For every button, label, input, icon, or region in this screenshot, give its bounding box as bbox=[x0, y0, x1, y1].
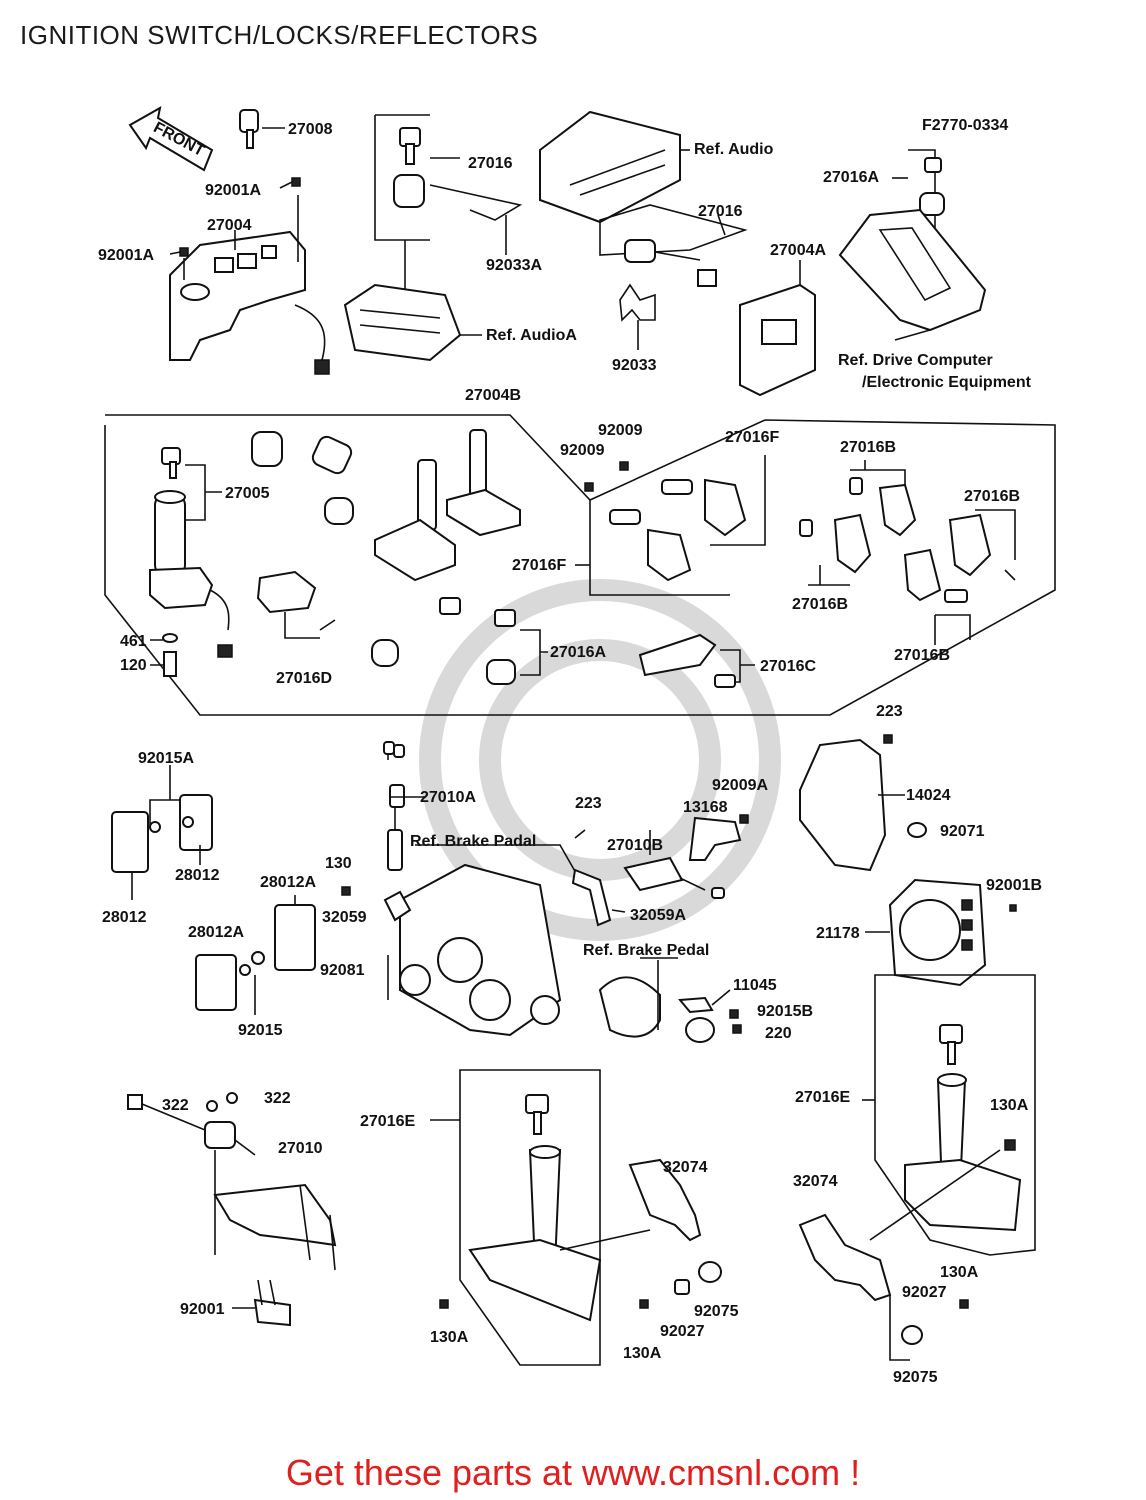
exploded-parts-diagram: FRONT 27008 92001A 27004 92001A bbox=[98, 106, 1056, 1386]
callout-27008: 27008 bbox=[288, 121, 333, 138]
part-group-27004A bbox=[739, 260, 816, 397]
callout-ref-audioA: Ref. AudioA bbox=[486, 327, 577, 344]
callout-21178: 21178 bbox=[816, 925, 860, 942]
callout-130A-c: 130A bbox=[990, 1097, 1029, 1114]
callout-32074-a: 32074 bbox=[663, 1159, 708, 1176]
callout-130A-b: 130A bbox=[623, 1345, 662, 1362]
callout-27016E-b: 27016E bbox=[795, 1089, 850, 1106]
callout-92075-a: 92075 bbox=[694, 1303, 739, 1320]
callout-92015: 92015 bbox=[238, 1022, 283, 1039]
callout-223-a: 223 bbox=[876, 703, 903, 720]
callout-27016A-top: 27016A bbox=[823, 169, 879, 186]
callout-ref-drive-computer: Ref. Drive Computer bbox=[838, 352, 993, 369]
callout-27016D: 27016D bbox=[276, 670, 332, 687]
part-group-audio-27016 bbox=[539, 110, 748, 350]
part-group-27010B bbox=[598, 814, 749, 1043]
callout-130A-a: 130A bbox=[430, 1329, 469, 1346]
callout-461: 461 bbox=[120, 633, 147, 650]
callout-28012-a: 28012 bbox=[175, 867, 220, 884]
watermark-logo bbox=[419, 579, 781, 941]
callout-92001B: 92001B bbox=[986, 877, 1042, 894]
callout-32059: 32059 bbox=[322, 909, 367, 926]
callout-27004A: 27004A bbox=[770, 242, 826, 259]
part-group-steering-locks bbox=[374, 429, 521, 582]
part-group-cover-27004 bbox=[169, 109, 330, 375]
callout-27016F-a: 27016F bbox=[725, 429, 779, 446]
callout-130: 130 bbox=[325, 855, 352, 872]
callout-27016B-a: 27016B bbox=[840, 439, 896, 456]
callout-92015A: 92015A bbox=[138, 750, 194, 767]
callout-92009A: 92009A bbox=[712, 777, 768, 794]
callout-92001: 92001 bbox=[180, 1301, 225, 1318]
callout-13168: 13168 bbox=[683, 799, 728, 816]
part-group-27016A-mid bbox=[439, 597, 548, 685]
callout-27016B-c: 27016B bbox=[792, 596, 848, 613]
callout-92009-b: 92009 bbox=[560, 442, 605, 459]
callout-11045: 11045 bbox=[733, 977, 777, 994]
part-group-brake-bracket bbox=[341, 741, 626, 1037]
callout-27016E-a: 27016E bbox=[360, 1113, 415, 1130]
callout-220: 220 bbox=[765, 1025, 792, 1042]
part-group-audio-lock-27016 bbox=[343, 114, 523, 362]
callout-322-a: 322 bbox=[162, 1097, 189, 1114]
callout-28012A-a: 28012A bbox=[260, 874, 316, 891]
callout-92075-b: 92075 bbox=[893, 1369, 938, 1386]
callout-92015B: 92015B bbox=[757, 1003, 813, 1020]
part-group-27016E-center bbox=[430, 1069, 722, 1366]
callout-27016-a: 27016 bbox=[468, 155, 513, 172]
callout-92009-a: 92009 bbox=[598, 422, 643, 439]
part-group-small-locks bbox=[251, 431, 399, 667]
part-group-27016F bbox=[575, 455, 766, 596]
part-group-27004B-frame bbox=[104, 414, 1056, 716]
part-group-27016B bbox=[799, 460, 1016, 645]
callout-92001A-a: 92001A bbox=[205, 182, 261, 199]
callout-27010B: 27010B bbox=[607, 837, 663, 854]
part-group-27016E-right bbox=[798, 974, 1036, 1361]
part-group-reflectors bbox=[111, 765, 316, 1015]
callout-27016-b: 27016 bbox=[698, 203, 743, 220]
callout-32059A: 32059A bbox=[630, 907, 686, 924]
callout-ref-electronic: /Electronic Equipment bbox=[862, 374, 1032, 391]
part-group-27010-switch bbox=[127, 1092, 337, 1327]
callout-ref-audio: Ref. Audio bbox=[694, 141, 774, 158]
front-direction-arrow: FRONT bbox=[128, 106, 214, 172]
callout-27016B-d: 27016B bbox=[894, 647, 950, 664]
callout-120: 120 bbox=[120, 657, 147, 674]
part-group-ignition-27005 bbox=[149, 447, 233, 677]
callout-92033: 92033 bbox=[612, 357, 657, 374]
callout-28012A-b: 28012A bbox=[188, 924, 244, 941]
callout-27016F-b: 27016F bbox=[512, 557, 566, 574]
part-group-27016C bbox=[638, 633, 755, 688]
callout-92033A: 92033A bbox=[486, 257, 542, 274]
diagram-code: F2770-0334 bbox=[922, 117, 1008, 134]
callout-32074-b: 32074 bbox=[793, 1173, 838, 1190]
callout-92081: 92081 bbox=[320, 962, 365, 979]
part-group-drive-computer: F2770-0334 bbox=[838, 117, 1008, 341]
callout-27004: 27004 bbox=[207, 217, 252, 234]
callout-ref-brake-pedal-a: Ref. Brake Padal bbox=[410, 833, 536, 850]
callout-28012-b: 28012 bbox=[102, 909, 147, 926]
callout-223-b: 223 bbox=[575, 795, 602, 812]
callout-27016A-mid: 27016A bbox=[550, 644, 606, 661]
callout-27016B-b: 27016B bbox=[964, 488, 1020, 505]
footer-promo-text: Get these parts at www.cmsnl.com ! bbox=[285, 1452, 861, 1493]
callout-ref-brake-pedal-b: Ref. Brake Pedal bbox=[583, 942, 709, 959]
callout-92071: 92071 bbox=[940, 823, 985, 840]
callout-27010: 27010 bbox=[278, 1140, 323, 1157]
callout-322-b: 322 bbox=[264, 1090, 291, 1107]
callout-14024: 14024 bbox=[906, 787, 951, 804]
callout-27010A: 27010A bbox=[420, 789, 476, 806]
callout-92027-a: 92027 bbox=[660, 1323, 705, 1340]
callout-92001A-b: 92001A bbox=[98, 247, 154, 264]
callout-92027-b: 92027 bbox=[902, 1284, 947, 1301]
callout-27016C: 27016C bbox=[760, 658, 816, 675]
callout-27005: 27005 bbox=[225, 485, 270, 502]
callout-130A-d: 130A bbox=[940, 1264, 979, 1281]
diagram-title: IGNITION SWITCH/LOCKS/REFLECTORS bbox=[20, 20, 539, 50]
callout-27004B: 27004B bbox=[465, 387, 521, 404]
part-group-cover-14024 bbox=[799, 734, 1017, 987]
